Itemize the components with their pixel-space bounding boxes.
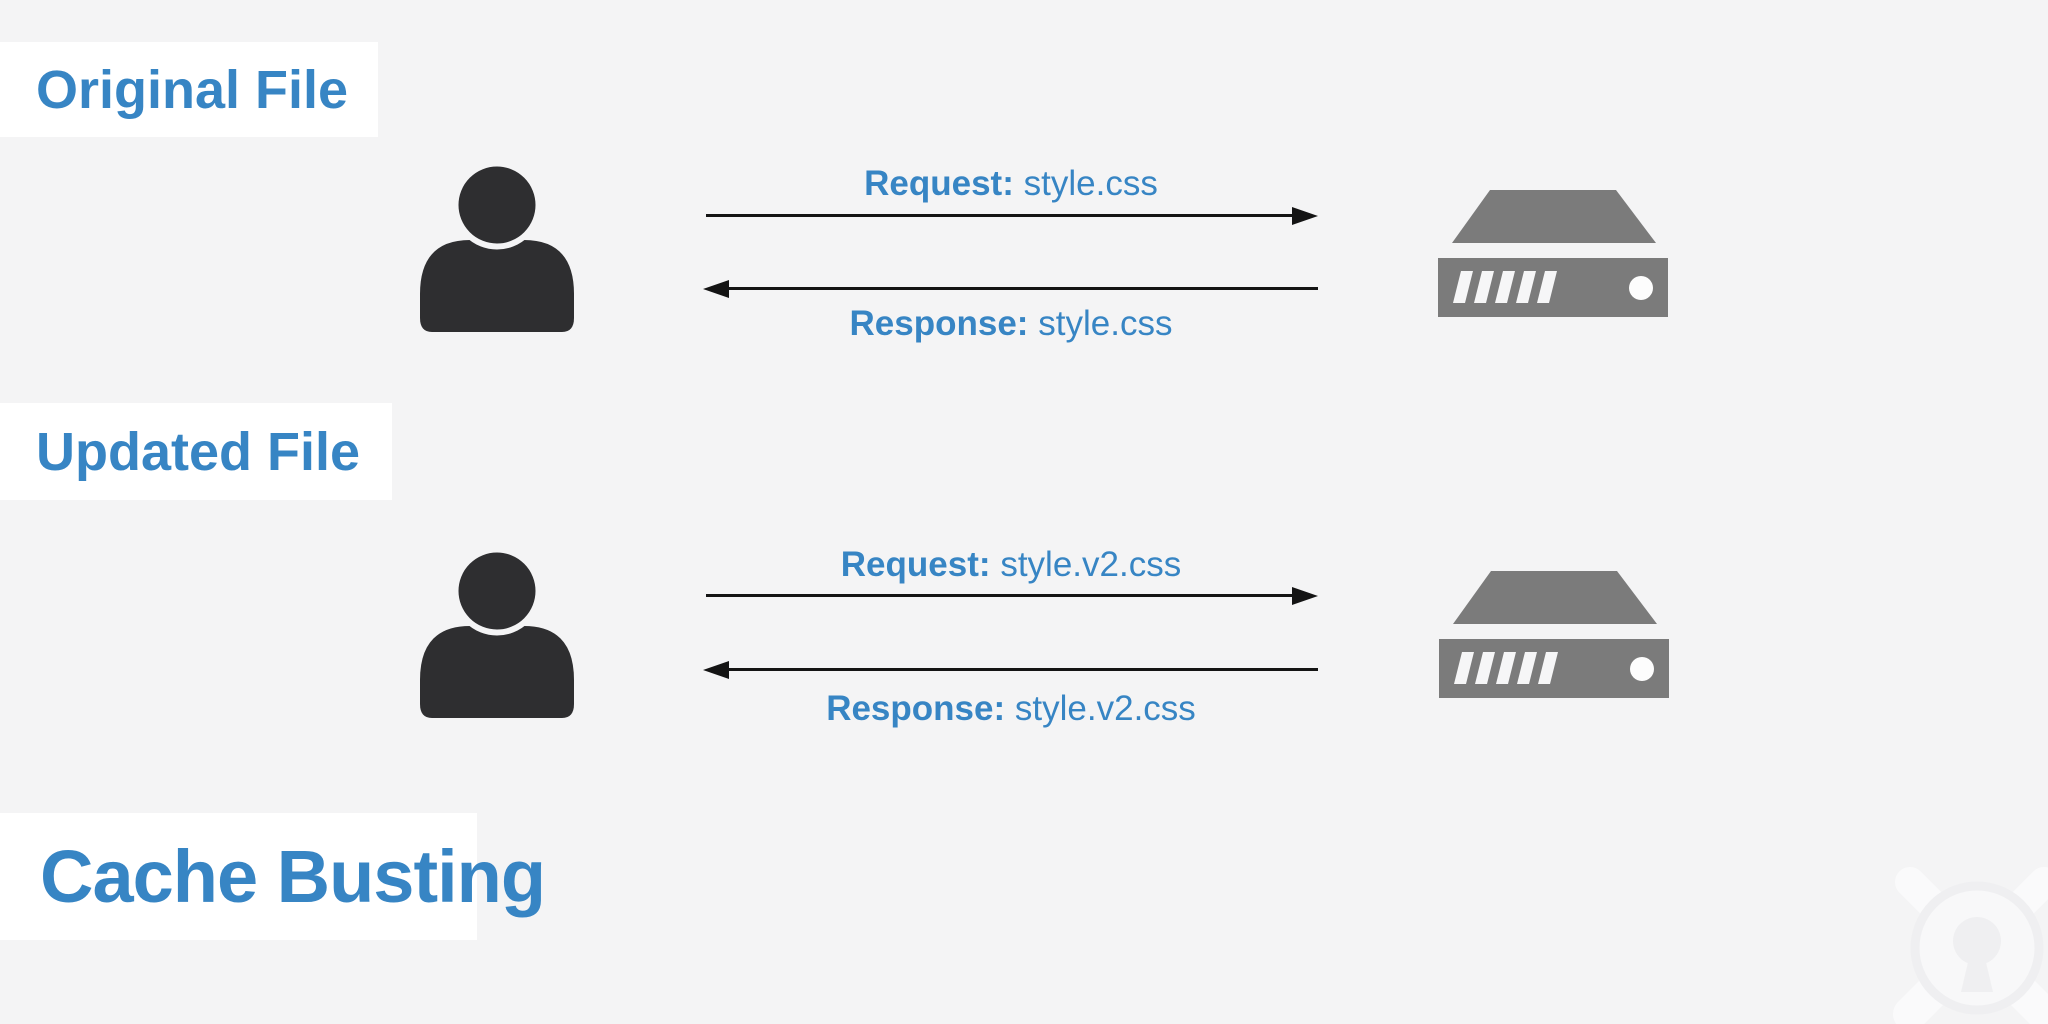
- request-prefix: Request:: [864, 164, 1014, 203]
- request-arrow-line: [706, 594, 1292, 597]
- keyhole-logo-watermark: [1858, 828, 2048, 1024]
- user-icon: [420, 546, 574, 723]
- request-prefix: Request:: [840, 545, 991, 584]
- response-arrow-line: [729, 668, 1318, 671]
- response-label: Response:style.css: [850, 304, 1173, 344]
- request-arrow-line: [706, 214, 1292, 217]
- section-label-text: Original File: [36, 59, 349, 120]
- section-label-updated-file: Updated File: [0, 403, 392, 500]
- request-filename: style.v2.css: [1000, 545, 1182, 584]
- server-icon: [1438, 190, 1668, 322]
- response-filename: style.v2.css: [1014, 689, 1196, 728]
- page-title: Cache Busting: [0, 813, 546, 940]
- request-label: Request:style.v2.css: [841, 545, 1181, 585]
- request-label: Request:style.css: [864, 164, 1158, 204]
- response-prefix: Response:: [826, 689, 1006, 728]
- response-prefix: Response:: [849, 304, 1029, 343]
- request-filename: style.css: [1023, 164, 1158, 203]
- user-icon: [420, 160, 574, 337]
- request-arrow-head: [1292, 587, 1318, 605]
- response-arrow-line: [729, 287, 1318, 290]
- section-label-original-file: Original File: [0, 42, 378, 137]
- response-arrow-head: [703, 280, 729, 298]
- page-title-text: Cache Busting: [40, 835, 546, 918]
- request-arrow-head: [1292, 207, 1318, 225]
- server-icon: [1439, 571, 1669, 703]
- response-arrow-head: [703, 661, 729, 679]
- response-label: Response:style.v2.css: [826, 689, 1196, 729]
- response-filename: style.css: [1038, 304, 1173, 343]
- section-label-text: Updated File: [36, 421, 361, 482]
